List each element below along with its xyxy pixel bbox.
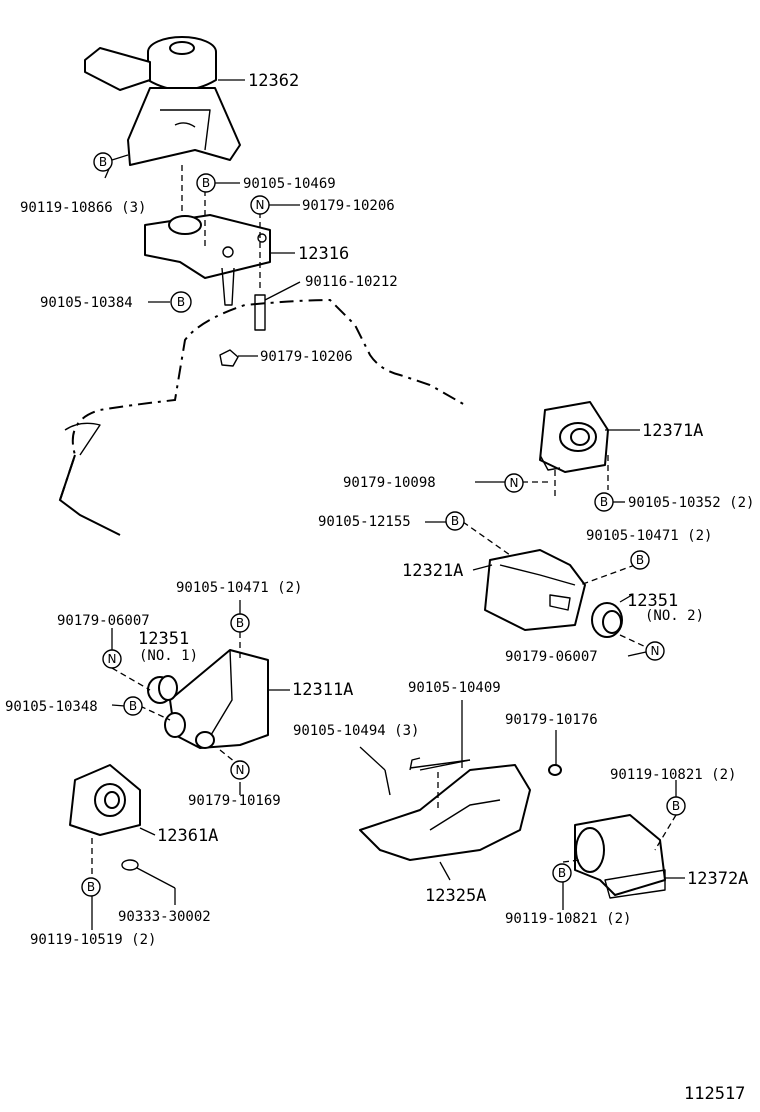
svg-text:B: B — [600, 495, 608, 509]
label-90179-10176: 90179-10176 — [505, 712, 598, 728]
label-12351-no2: 12351 — [627, 591, 678, 611]
svg-text:B: B — [99, 155, 107, 169]
svg-text:N: N — [651, 644, 660, 658]
label-90105-12155: 90105-12155 — [318, 514, 411, 530]
label-12372A: 12372A — [687, 869, 748, 889]
bolt-symbol: B — [93, 152, 113, 172]
label-90179-10098: 90179-10098 — [343, 475, 436, 491]
label-90116-10212: 90116-10212 — [305, 274, 398, 290]
bolt-symbol: B — [196, 173, 216, 193]
bolt-symbol: B — [552, 863, 572, 883]
label-12316: 12316 — [298, 244, 349, 264]
label-12351-no2-sub: (NO. 2) — [645, 608, 704, 624]
label-12325A: 12325A — [425, 886, 486, 906]
bracket-12321A — [484, 549, 586, 631]
bolt-symbol: B — [445, 511, 465, 531]
svg-text:B: B — [558, 866, 566, 880]
engine-body-outline — [58, 298, 466, 536]
label-90119-10519: 90119-10519 (2) — [30, 932, 156, 948]
bolt-symbol: B — [81, 877, 101, 897]
label-90179-06007-left: 90179-06007 — [57, 613, 150, 629]
bushing-12351-no2 — [591, 602, 623, 638]
label-90105-10494: 90105-10494 (3) — [293, 723, 419, 739]
label-90119-10866: 90119-10866 (3) — [20, 200, 146, 216]
bolt-symbol: B — [230, 613, 250, 633]
bolt-symbol: B — [170, 291, 192, 313]
svg-text:B: B — [451, 514, 459, 528]
svg-text:B: B — [129, 699, 137, 713]
svg-text:B: B — [87, 880, 95, 894]
mount-12361A — [69, 764, 141, 836]
svg-text:B: B — [177, 295, 185, 309]
ring-90333-30002 — [121, 859, 139, 871]
bushing-12351-no1 — [147, 675, 178, 704]
nut-symbol: N — [230, 760, 250, 780]
leader-lines — [91, 79, 685, 930]
bracket-12311A — [164, 649, 269, 749]
bolt-symbol: B — [123, 696, 143, 716]
label-90105-10384: 90105-10384 — [40, 295, 133, 311]
svg-text:B: B — [636, 553, 644, 567]
nut-symbol: N — [102, 649, 122, 669]
bolts — [384, 759, 562, 796]
label-90105-10348: 90105-10348 — [5, 699, 98, 715]
label-90119-10821-bottom: 90119-10821 (2) — [505, 911, 631, 927]
label-12351-no1: 12351 — [138, 629, 189, 649]
mount-12371A — [539, 401, 609, 473]
label-12321A: 12321A — [402, 561, 463, 581]
label-12371A: 12371A — [642, 421, 703, 441]
label-12351-no1-sub: (NO. 1) — [139, 648, 198, 664]
svg-text:B: B — [236, 616, 244, 630]
bolt-symbol: B — [594, 492, 614, 512]
bolt-symbol: B — [630, 550, 650, 570]
label-90333-30002: 90333-30002 — [118, 909, 211, 925]
label-90105-10469: 90105-10469 — [243, 176, 336, 192]
mount-12362 — [84, 36, 241, 166]
nut-symbol: N — [504, 473, 524, 493]
label-12311A: 12311A — [292, 680, 353, 700]
svg-text:B: B — [202, 176, 210, 190]
svg-text:N: N — [510, 476, 519, 490]
svg-text:N: N — [236, 763, 245, 777]
label-90179-10206-b: 90179-10206 — [260, 349, 353, 365]
label-12362: 12362 — [248, 71, 299, 91]
label-90105-10409: 90105-10409 — [408, 680, 501, 696]
label-90179-10206-a: 90179-10206 — [302, 198, 395, 214]
svg-text:B: B — [672, 799, 680, 813]
label-90105-10471-left: 90105-10471 (2) — [176, 580, 302, 596]
nut-symbol: N — [250, 195, 270, 215]
label-90179-06007-right: 90179-06007 — [505, 649, 598, 665]
nut-symbol: N — [645, 641, 665, 661]
bolt-symbol: B — [666, 796, 686, 816]
svg-text:N: N — [108, 652, 117, 666]
bracket-12316 — [144, 214, 271, 367]
label-90119-10821-top: 90119-10821 (2) — [610, 767, 736, 783]
label-90179-10169: 90179-10169 — [188, 793, 281, 809]
callout-symbols: B B N B N B B B N B N B N B B B — [81, 152, 686, 897]
part-labels: 12362 90119-10866 (3) 90105-10469 90179-… — [5, 71, 754, 1104]
figure-number: 112517 — [684, 1084, 745, 1104]
svg-text:N: N — [256, 198, 265, 212]
label-12361A: 12361A — [157, 826, 218, 846]
label-90105-10352: 90105-10352 (2) — [628, 495, 754, 511]
label-90105-10471-right: 90105-10471 (2) — [586, 528, 712, 544]
mount-12372A — [574, 814, 666, 899]
